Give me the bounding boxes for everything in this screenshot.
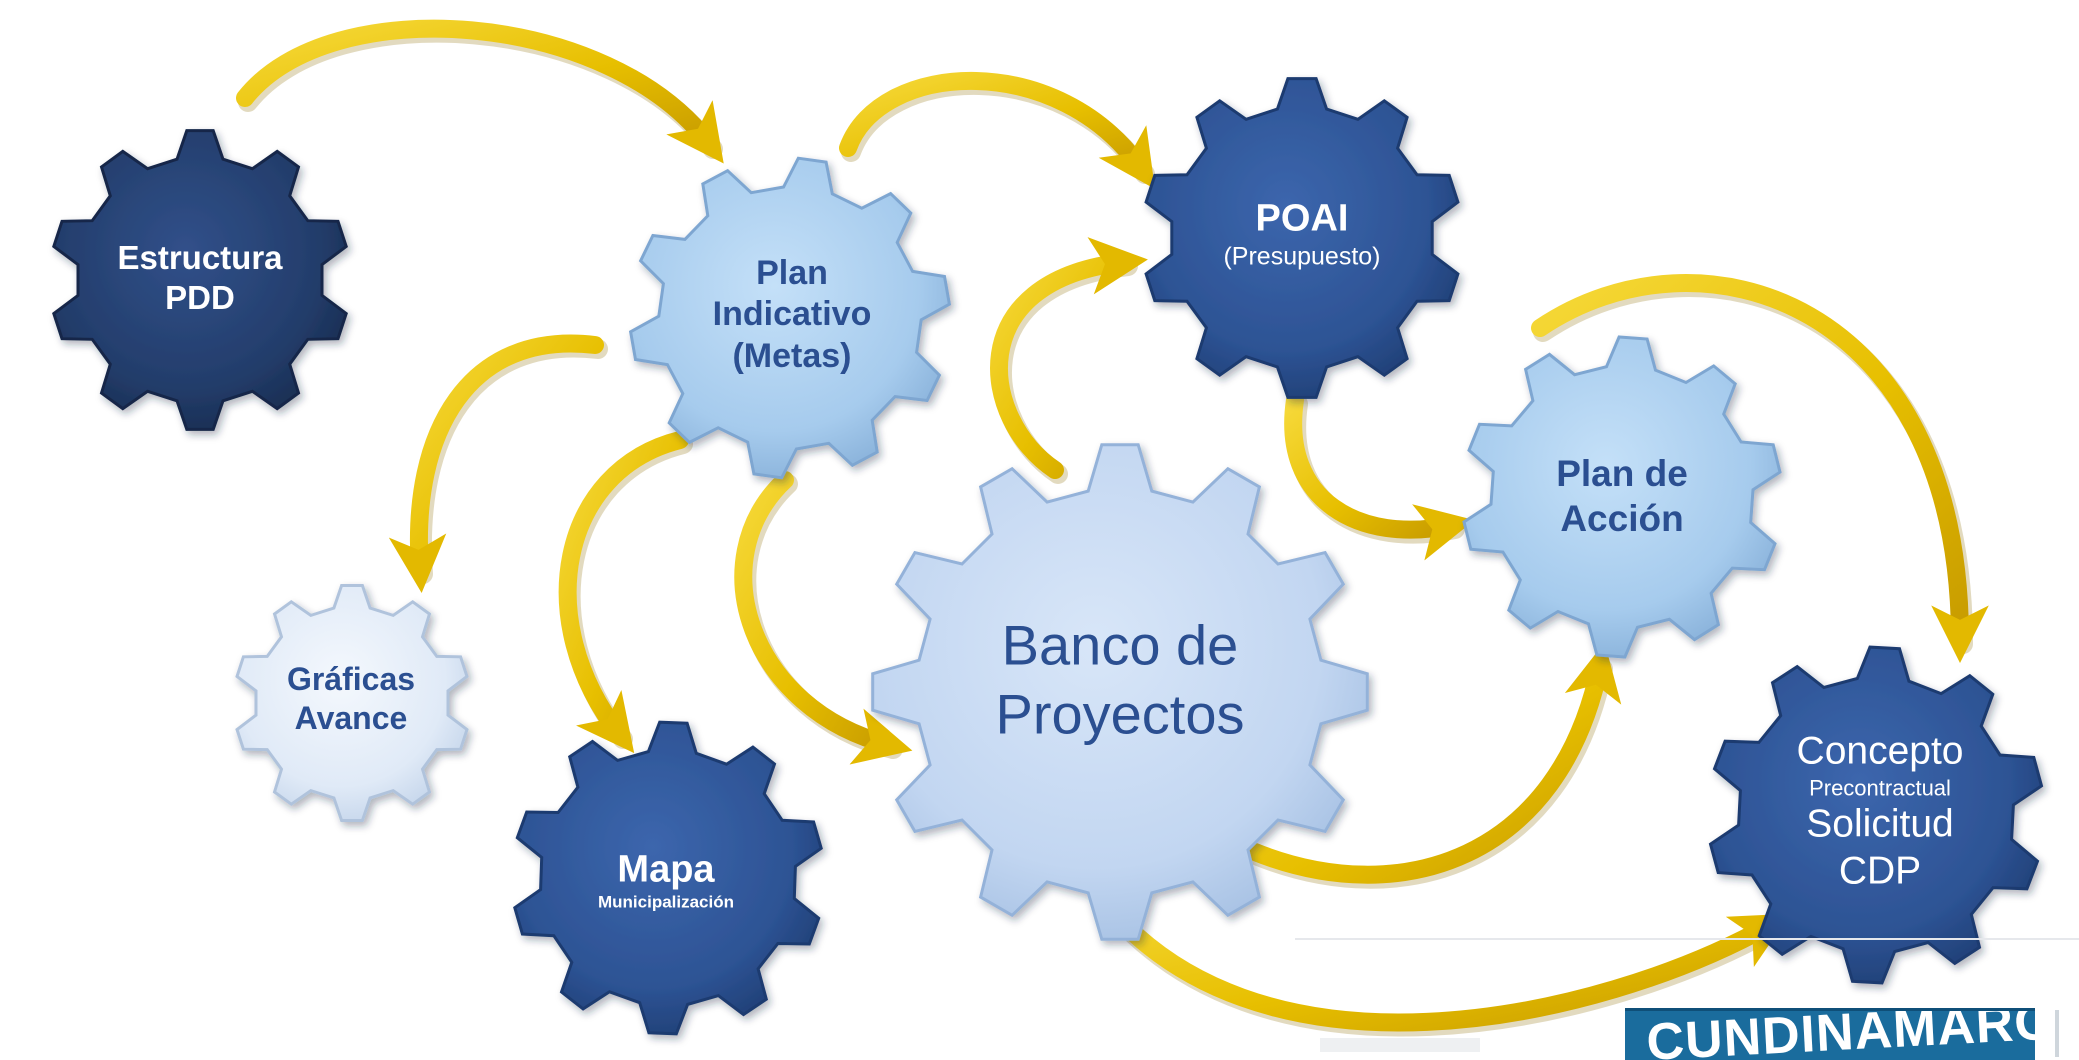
arrow-plan-indicativo-to-graficas — [388, 334, 604, 593]
gears-layer — [52, 77, 2044, 1036]
gear-line: POAI — [1255, 197, 1349, 240]
gear-concepto-precontractual-label: Concepto Precontractual Solicitud CDP — [1797, 729, 1964, 896]
gear-plan-indicativo-label: Plan Indicativo (Metas) — [713, 253, 872, 377]
footer-faint-mark — [1320, 1038, 1480, 1052]
gear-poai-label: POAI (Presupuesto) — [1223, 196, 1380, 273]
gear-line: Indicativo — [712, 295, 872, 334]
gear-line: Solicitud — [1806, 802, 1954, 846]
gear-line: Banco de — [1001, 613, 1239, 677]
gear-line: Proyectos — [995, 683, 1245, 746]
gear-estructura-pdd-label: Estructura PDD — [117, 238, 282, 319]
gear-line: (Metas) — [732, 336, 852, 375]
gear-plan-accion — [1462, 335, 1782, 659]
footer-divider — [1295, 938, 2079, 940]
arrows-layer — [236, 19, 1989, 1037]
gear-graficas-avance-label: Gráficas Avance — [287, 660, 415, 738]
arrow-banco-to-concepto — [1086, 881, 1791, 1032]
gear-concepto — [1708, 645, 2044, 985]
gear-estructura — [52, 129, 348, 431]
gear-line: Acción — [1560, 498, 1684, 539]
gear-plan-indicativo — [628, 156, 952, 480]
gear-line: Municipalización — [597, 892, 735, 912]
arrow-estructura-to-plan-indicativo — [236, 19, 724, 164]
arrow-poai-to-plan-accion — [1284, 391, 1475, 561]
gear-plan-de-accion-label: Plan de Acción — [1556, 451, 1688, 541]
gear-poai — [1144, 77, 1460, 399]
arrow-banco-to-plan-accion — [1246, 642, 1622, 884]
gear-graficas — [235, 584, 469, 822]
gear-line: Gráficas — [286, 660, 416, 697]
arrow-banco-to-poai — [990, 237, 1148, 479]
gear-banco — [871, 443, 1369, 941]
gear-line: Precontractual — [1809, 775, 1951, 801]
arrow-plan-indicativo-to-banco — [734, 471, 913, 765]
arrow-plan-indicativo-to-poai — [839, 71, 1156, 190]
gear-line: Plan — [756, 253, 828, 292]
gear-line: Estructura — [117, 238, 283, 276]
gear-line: CDP — [1838, 849, 1922, 893]
arrow-plan-indicativo-to-mapa — [558, 431, 689, 754]
gear-mapa — [513, 720, 823, 1036]
footer-edge-mark — [2055, 1010, 2059, 1057]
arrow-plan-accion-to-concepto — [1531, 274, 1989, 664]
gear-banco-de-proyectos-label: Banco de Proyectos — [996, 611, 1245, 750]
gear-line: (Presupuesto) — [1223, 242, 1381, 271]
logo-text: CUNDINAMARCA — [1645, 1008, 2035, 1060]
arrow-shadow — [1088, 884, 1783, 1037]
gear-line: Plan de — [1556, 452, 1688, 494]
gear-line: Concepto — [1796, 729, 1964, 773]
gear-line: PDD — [165, 279, 235, 316]
gear-line: Avance — [294, 700, 408, 736]
gear-line: Mapa — [617, 848, 715, 891]
gear-mapa-label: Mapa Municipalización — [598, 846, 734, 913]
cundinamarca-logo: CUNDINAMARCA — [1625, 1008, 2035, 1060]
arrow-shadow — [1286, 394, 1465, 544]
